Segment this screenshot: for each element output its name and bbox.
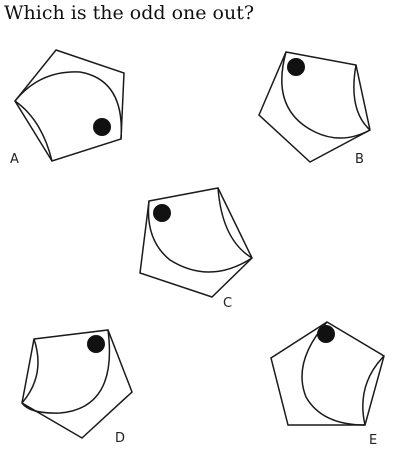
- pentagon-shape: [139, 187, 253, 298]
- filled-dot: [87, 335, 105, 353]
- pentagon-shape: [14, 49, 125, 162]
- option-d[interactable]: D: [21, 329, 133, 446]
- large-arc: [301, 321, 366, 426]
- large-arc: [21, 329, 111, 414]
- pentagon-shape: [258, 51, 371, 163]
- option-e-label: E: [369, 433, 377, 448]
- option-d-figure: [21, 329, 133, 439]
- option-b[interactable]: B: [258, 51, 371, 167]
- option-a-figure: [14, 49, 125, 162]
- option-e[interactable]: E: [270, 321, 385, 448]
- filled-dot: [153, 204, 171, 222]
- filled-dot: [287, 58, 305, 76]
- filled-dot: [93, 118, 111, 136]
- question-title: Which is the odd one out?: [4, 2, 255, 24]
- option-c-figure: [139, 187, 253, 298]
- option-a-label: A: [10, 152, 19, 167]
- pentagon-shape: [21, 329, 133, 439]
- filled-dot: [317, 325, 335, 343]
- small-arc: [353, 64, 371, 131]
- option-c[interactable]: C: [139, 187, 253, 311]
- small-arc: [21, 338, 39, 404]
- small-arc: [217, 187, 253, 259]
- small-arc: [362, 355, 385, 426]
- option-e-figure: [270, 321, 385, 426]
- option-d-label: D: [115, 431, 125, 446]
- large-arc: [147, 200, 253, 273]
- option-c-label: C: [223, 296, 232, 311]
- option-b-label: B: [355, 152, 364, 167]
- pentagon-shape: [270, 321, 385, 426]
- large-arc: [281, 51, 371, 139]
- option-a[interactable]: A: [10, 49, 125, 167]
- option-b-figure: [258, 51, 371, 163]
- small-arc: [14, 100, 53, 162]
- large-arc: [14, 71, 123, 140]
